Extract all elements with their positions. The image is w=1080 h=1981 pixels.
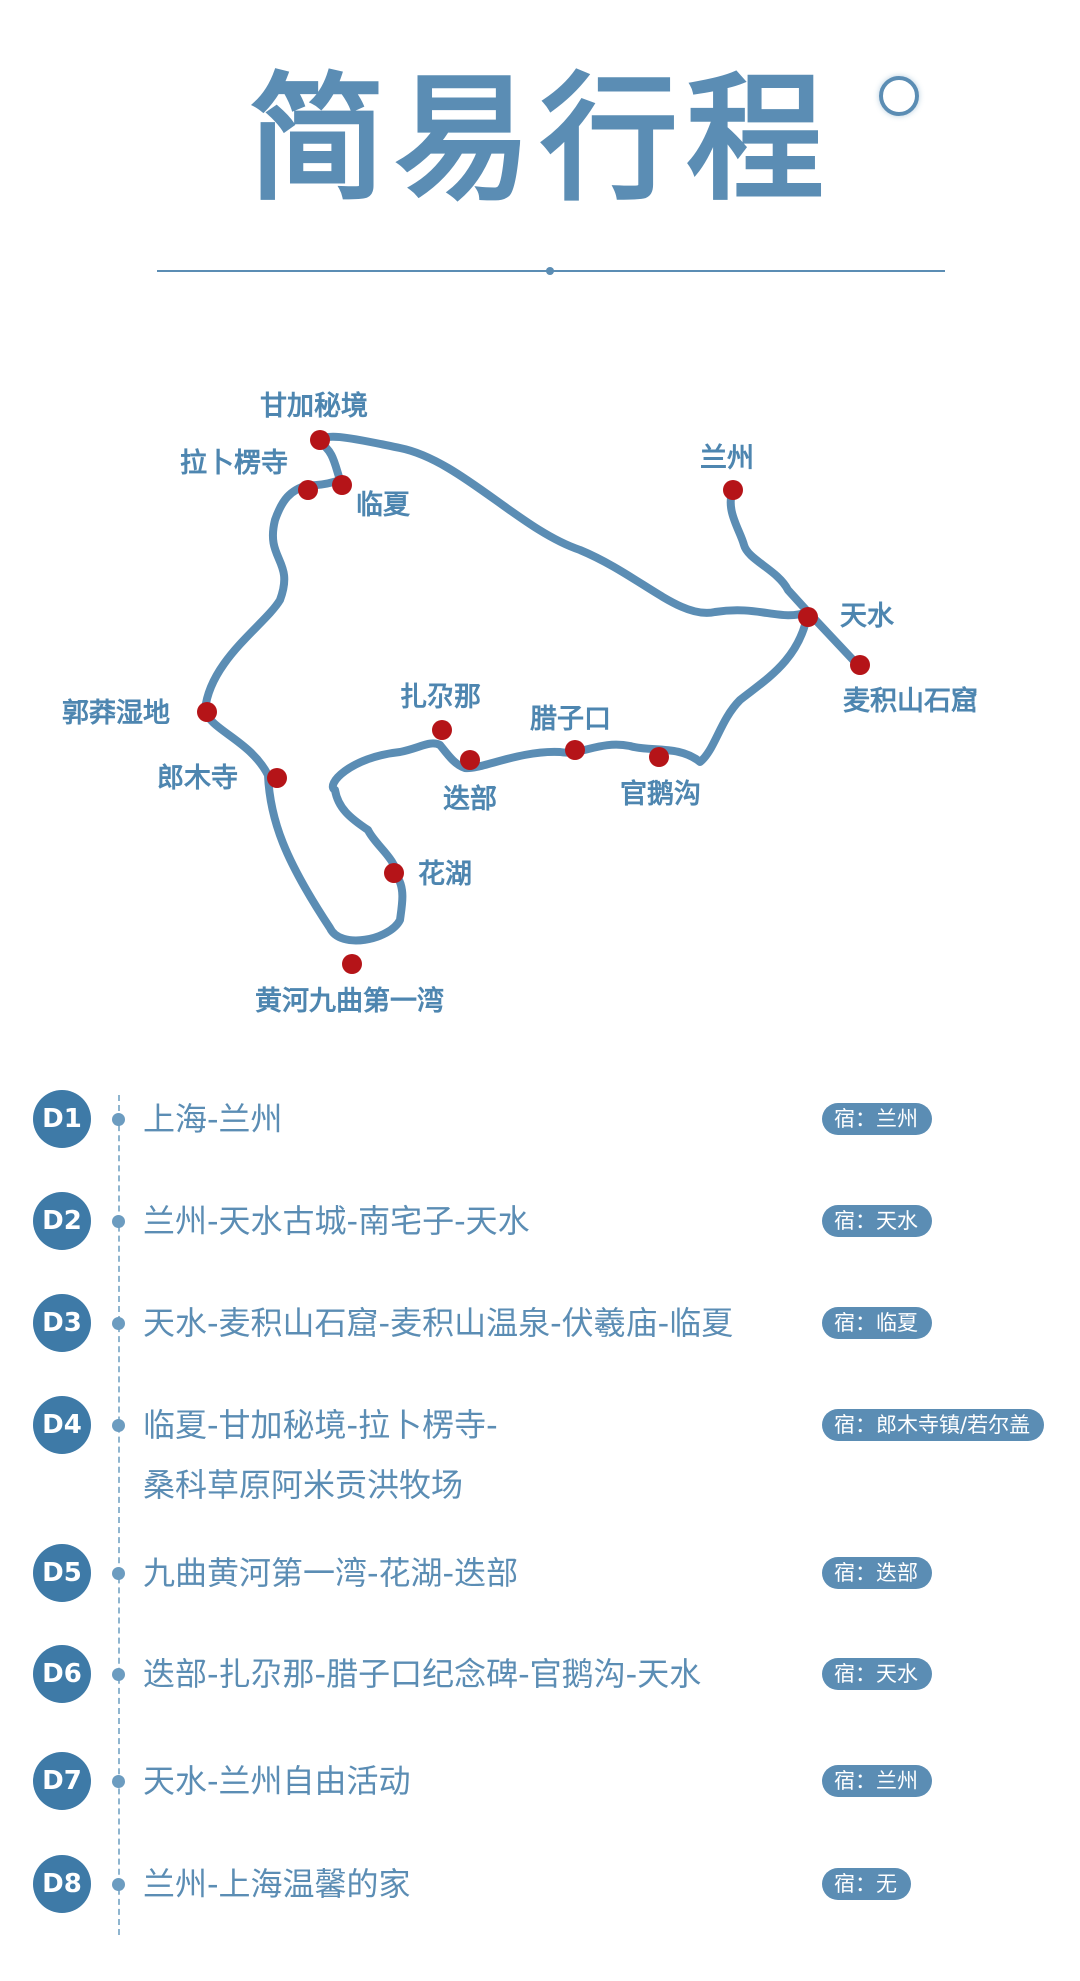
title-divider-dot <box>546 267 554 275</box>
day-badge: D2 <box>33 1192 91 1250</box>
map-label-guomang: 郭莽湿地 <box>62 698 170 729</box>
route-text: 九曲黄河第一湾-花湖-迭部 <box>143 1554 519 1592</box>
map-label-lanzhou: 兰州 <box>700 443 754 474</box>
circle-ornament-icon <box>879 76 919 116</box>
map-label-lazikou: 腊子口 <box>530 704 611 735</box>
map-point-tianshui <box>798 607 818 627</box>
map-label-maiji: 麦积山石窟 <box>843 685 978 717</box>
route-text: 兰州-天水古城-南宅子-天水 <box>143 1202 530 1240</box>
route-points <box>197 430 870 974</box>
day-badge: D1 <box>33 1090 91 1148</box>
map-label-zhagana: 扎尕那 <box>400 682 481 713</box>
map-point-zhagana <box>432 720 452 740</box>
map-point-maiji <box>850 655 870 675</box>
map-point-huahu <box>384 863 404 883</box>
map-point-lanzhou <box>723 480 743 500</box>
page-title: 简易行程 <box>247 57 832 220</box>
day-badge: D8 <box>33 1855 91 1913</box>
day-badge: D7 <box>33 1752 91 1810</box>
map-label-diebu: 迭部 <box>443 783 497 815</box>
stay-badge: 宿：临夏 <box>822 1307 932 1339</box>
map-label-langmu: 郎木寺 <box>157 763 238 794</box>
day-badge: D6 <box>33 1645 91 1703</box>
stay-badge: 宿：兰州 <box>822 1103 932 1135</box>
map-point-ganjia <box>310 430 330 450</box>
route-text: 临夏-甘加秘境-拉卜楞寺- <box>143 1406 498 1444</box>
timeline-dot <box>112 1878 125 1891</box>
map-point-huanghe <box>342 954 362 974</box>
timeline-dot <box>112 1215 125 1228</box>
timeline-dot <box>112 1113 125 1126</box>
stay-badge: 宿：无 <box>822 1868 911 1900</box>
map-point-guomang <box>197 702 217 722</box>
route-text: 天水-兰州自由活动 <box>143 1762 411 1800</box>
stay-badge: 宿：郎木寺镇/若尔盖 <box>822 1409 1045 1441</box>
map-point-linxia <box>332 475 352 495</box>
map-label-tianshui: 天水 <box>840 601 895 632</box>
route-line <box>201 432 859 945</box>
map-point-labuleng <box>298 480 318 500</box>
timeline-dot <box>112 1668 125 1681</box>
route-text: 上海-兰州 <box>143 1100 283 1138</box>
timeline-dot <box>112 1317 125 1330</box>
map-point-guanegou <box>649 747 669 767</box>
map-label-labuleng: 拉卜楞寺 <box>180 447 288 479</box>
day-badge: D4 <box>33 1396 91 1454</box>
timeline-dot <box>112 1775 125 1788</box>
timeline-line <box>118 1095 120 1935</box>
route-text: 兰州-上海温馨的家 <box>143 1865 411 1903</box>
map-label-huahu: 花湖 <box>418 859 472 890</box>
timeline-dot <box>112 1419 125 1432</box>
route-text: 迭部-扎尕那-腊子口纪念碑-官鹅沟-天水 <box>143 1655 702 1693</box>
stay-badge: 宿：天水 <box>822 1205 932 1237</box>
stay-badge: 宿：兰州 <box>822 1765 932 1797</box>
stay-badge: 宿：天水 <box>822 1658 932 1690</box>
day-badge: D3 <box>33 1294 91 1352</box>
day-badge: D5 <box>33 1544 91 1602</box>
route-text: 桑科草原阿米贡洪牧场 <box>143 1466 464 1504</box>
map-point-lazikou <box>565 740 585 760</box>
map-label-ganjia: 甘加秘境 <box>260 391 368 422</box>
map-label-linxia: 临夏 <box>356 489 411 521</box>
stay-badge: 宿：迭部 <box>822 1557 932 1589</box>
timeline-dot <box>112 1567 125 1580</box>
route-text: 天水-麦积山石窟-麦积山温泉-伏羲庙-临夏 <box>143 1304 734 1342</box>
map-point-langmu <box>267 768 287 788</box>
map-label-guanegou: 官鹅沟 <box>620 778 701 810</box>
map-point-diebu <box>460 750 480 770</box>
map-label-huanghe: 黄河九曲第一湾 <box>255 985 444 1017</box>
